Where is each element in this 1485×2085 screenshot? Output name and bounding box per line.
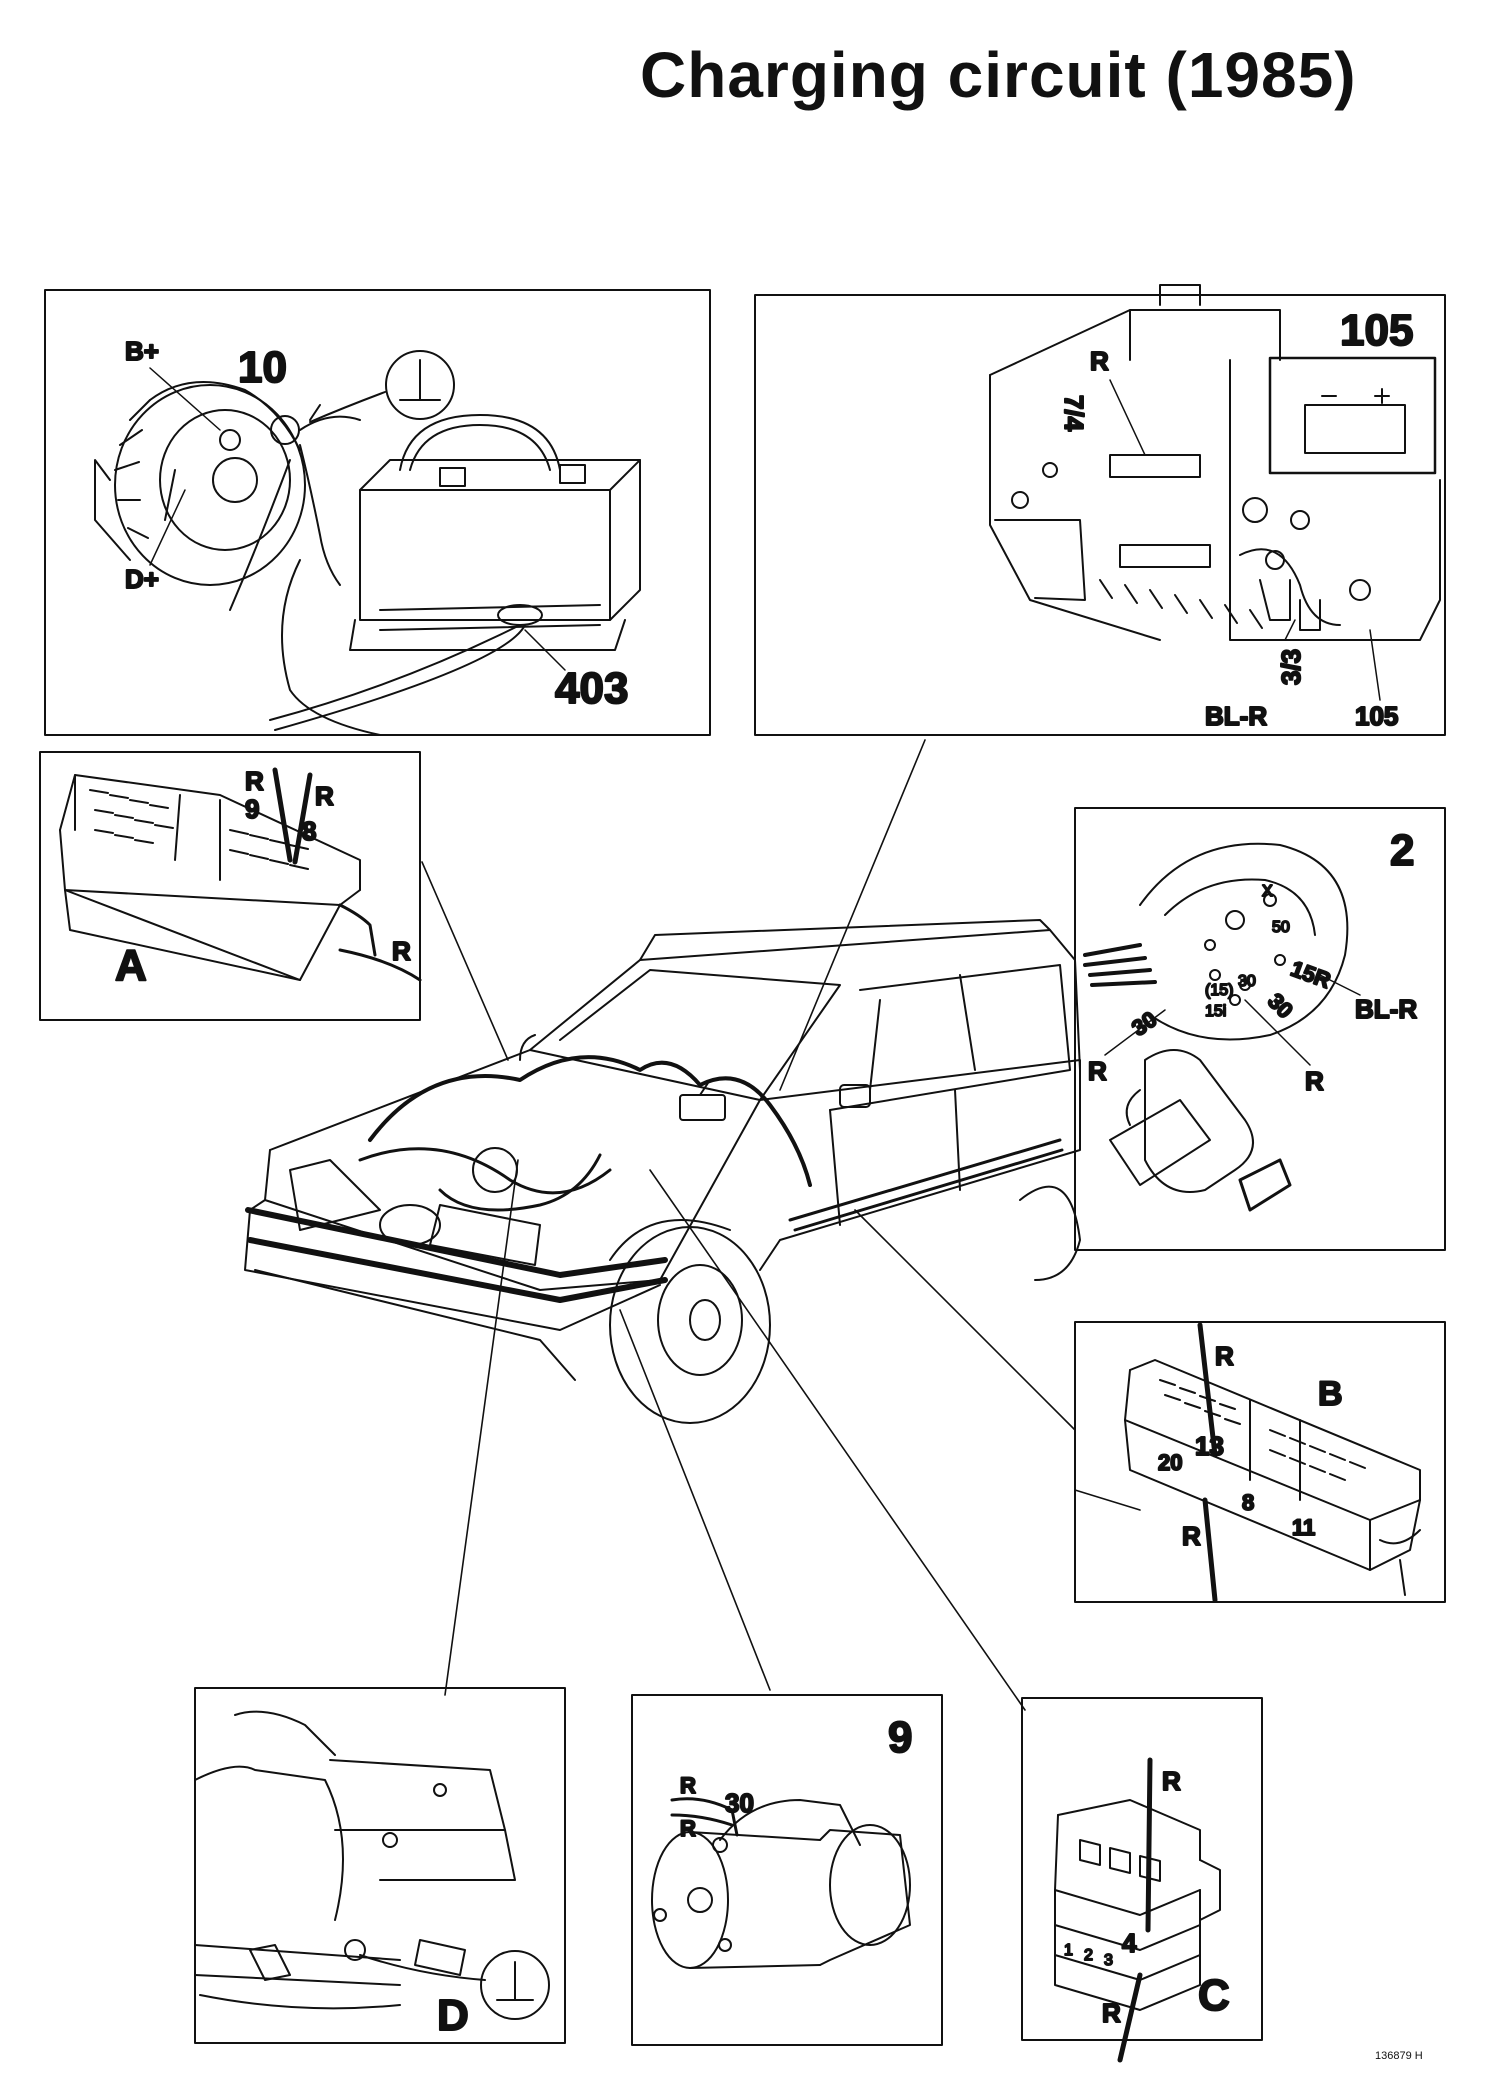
label-ignition-wire-r2: R xyxy=(1305,1066,1324,1096)
label-term-30: 30 xyxy=(1238,973,1256,990)
label-term-15i: 15i xyxy=(1205,1003,1226,1020)
label-fuse-105: 105 xyxy=(1355,701,1398,731)
starter-motor-icon xyxy=(651,1797,911,1969)
battery-symbol-icon xyxy=(1268,356,1437,475)
connector-c-icon xyxy=(1054,1757,1221,2063)
page-title: Charging circuit (1985) xyxy=(640,39,1357,111)
label-a-wire-r1: R xyxy=(245,766,264,796)
label-term-x: X xyxy=(1262,883,1273,900)
label-pin-3-3: 3/3 xyxy=(1276,649,1306,685)
alternator-icon xyxy=(94,381,361,611)
label-b-pin-20: 20 xyxy=(1158,1450,1182,1475)
label-a-wire-r3: R xyxy=(392,936,411,966)
reference-code: 136879 H xyxy=(1375,2050,1423,2062)
label-fusebox-bl-r: BL-R xyxy=(1205,701,1267,731)
fusebox-icon xyxy=(989,284,1441,641)
label-alternator-10: 10 xyxy=(238,343,287,392)
ground-symbol-d-icon xyxy=(359,1950,550,2020)
label-connector-b: B xyxy=(1318,1375,1343,1413)
label-term-15: (15) xyxy=(1205,982,1233,999)
label-ignition-wire-r1: R xyxy=(1088,1056,1107,1086)
label-ign-30b: 30 xyxy=(1263,988,1298,1023)
label-c-pin-1: 1 xyxy=(1064,1942,1073,1959)
panel-starter: 9 R 30 R xyxy=(631,1694,943,2046)
label-a-pin-9: 9 xyxy=(245,794,259,824)
label-term-50: 50 xyxy=(1272,919,1290,936)
label-starter-wire-r1: R xyxy=(680,1773,696,1798)
label-starter-wire-r2: R xyxy=(680,1816,696,1841)
panel-connector-a: A R 9 R 8 R xyxy=(39,751,422,1021)
label-c-wire-r-top: R xyxy=(1162,1766,1181,1796)
ground-symbol-icon xyxy=(309,350,455,423)
label-c-pin-4: 4 xyxy=(1122,1928,1137,1958)
panel-ignition-switch: 2 15R BL-R 30 30 R R 30 (15) 15i 50 X xyxy=(1074,807,1446,1251)
label-c-pin-2: 2 xyxy=(1084,1947,1093,1964)
label-d-plus: D+ xyxy=(125,564,159,594)
label-ignition-2: 2 xyxy=(1390,826,1414,875)
label-b-plus: B+ xyxy=(125,336,159,366)
label-b-pin-13: 13 xyxy=(1195,1431,1224,1461)
panel-ground-d: D xyxy=(194,1687,566,2044)
label-starter-9: 9 xyxy=(888,1713,912,1762)
label-b-wire-r-top: R xyxy=(1215,1341,1234,1371)
label-b-pin-11: 11 xyxy=(1292,1515,1315,1540)
label-b-pin-8: 8 xyxy=(1242,1490,1254,1515)
label-c-wire-r-bottom: R xyxy=(1102,1998,1121,2028)
label-pin-7-4: 7/4 xyxy=(1059,395,1089,432)
label-b-wire-r-bottom: R xyxy=(1182,1521,1201,1551)
label-ground-d: D xyxy=(437,1991,469,2040)
label-ignition-bl-r: BL-R xyxy=(1355,994,1417,1024)
panel-connector-c: C R 4 R 1 2 3 xyxy=(1021,1697,1263,2063)
connector-a-icon xyxy=(59,767,422,982)
engine-ground-icon xyxy=(194,1710,516,2010)
label-ground-403: 403 xyxy=(555,664,628,713)
connector-b-icon xyxy=(1124,1322,1421,1603)
label-ign-30a: 30 xyxy=(1127,1006,1161,1041)
label-pin-15r: 15R xyxy=(1287,956,1334,993)
label-starter-pin-30: 30 xyxy=(725,1788,754,1818)
label-connector-c: C xyxy=(1198,1971,1230,2020)
label-a-pin-8: 8 xyxy=(302,816,316,846)
label-a-wire-r2: R xyxy=(315,781,334,811)
leader-lines xyxy=(421,739,1141,1711)
label-c-pin-3: 3 xyxy=(1104,1952,1113,1969)
panel-alternator: B+ 10 D+ 403 xyxy=(44,289,711,736)
battery-icon xyxy=(269,414,641,736)
car-illustration xyxy=(244,919,1081,1424)
label-fusebox-105: 105 xyxy=(1340,306,1413,355)
panel-fusebox: 105 R 7/4 3/3 BL-R 105 xyxy=(754,284,1446,736)
label-connector-a: A xyxy=(115,941,147,990)
label-fusebox-wire-r: R xyxy=(1090,346,1109,376)
ignition-switch-icon xyxy=(1083,842,1349,1212)
panel-connector-b: B R 13 20 8 11 R xyxy=(1074,1321,1446,1603)
